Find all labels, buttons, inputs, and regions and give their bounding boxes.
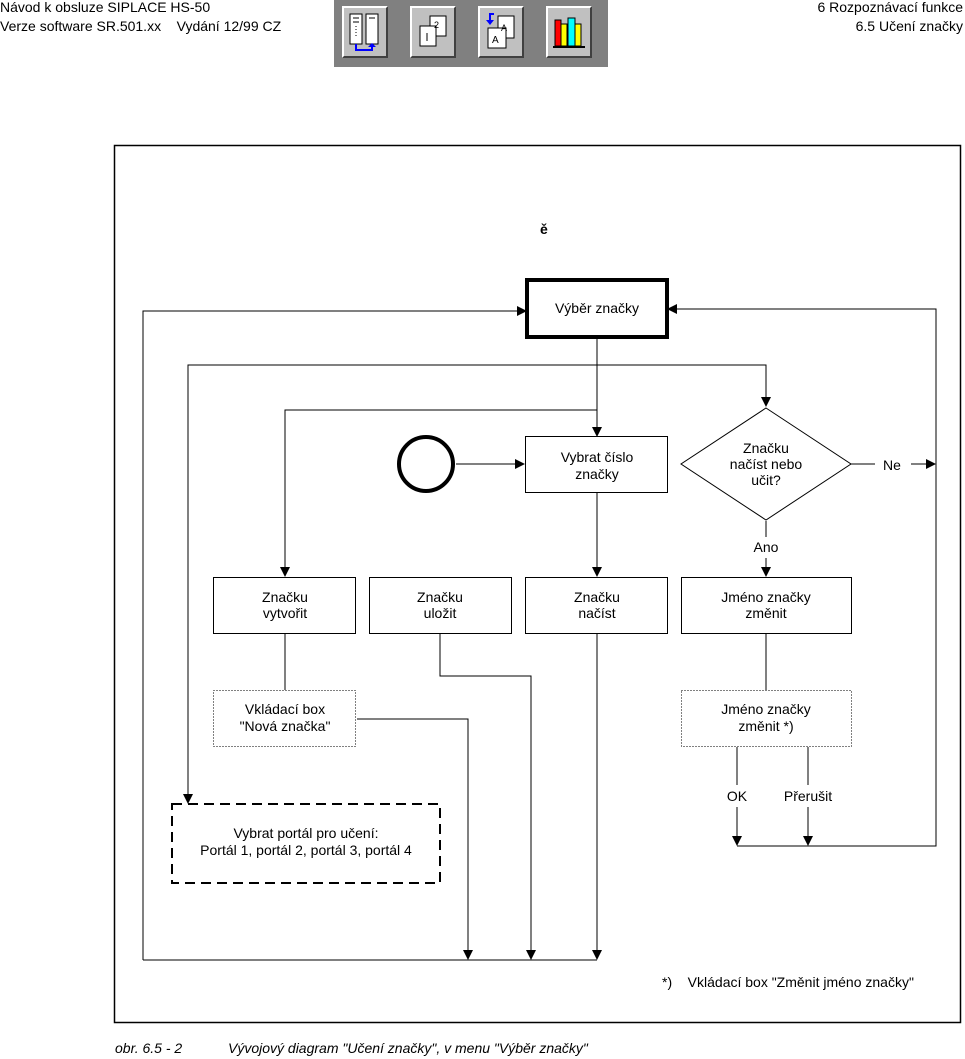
connector-ulozit-bottom — [439, 634, 536, 960]
node-label: změnit — [745, 605, 786, 621]
stray-character: ě — [540, 221, 548, 237]
software-version: Verze software SR.501.xx Vydání 12/99 CZ — [0, 18, 282, 34]
node-label: Vybrat číslo — [561, 449, 634, 465]
start-circle — [397, 435, 455, 493]
pages-button[interactable]: 2 — [410, 6, 456, 58]
navigation-toolbar: 2 A A — [334, 0, 608, 67]
label-ne: Ne — [883, 457, 901, 473]
node-label: Značku — [574, 589, 620, 605]
node-jmeno-znacky-zmenit: Jméno značky změnit — [681, 577, 852, 634]
node-label: načíst — [578, 605, 615, 621]
label-ano: Ano — [754, 539, 779, 555]
back-button[interactable]: A A — [478, 6, 524, 58]
dialog-jmeno-znacky: Jméno značky změnit *) — [681, 690, 852, 747]
figure-caption: obr. 6.5 - 2 Vývojový diagram "Učení znač… — [115, 1040, 588, 1056]
figure-number: obr. 6.5 - 2 — [115, 1040, 183, 1056]
node-znacku-nacist: Značku načíst — [525, 577, 668, 634]
connector-return-left — [142, 306, 527, 960]
node-label: "Nová značka" — [240, 718, 331, 734]
node-label: učit? — [751, 472, 781, 488]
svg-text:A: A — [501, 23, 507, 33]
node-label: Značku — [743, 440, 789, 456]
manual-title: Návod k obsluze SIPLACE HS-50 — [0, 0, 211, 15]
node-label: vytvořit — [263, 605, 307, 621]
connector-return-right — [667, 304, 937, 847]
node-label: změnit *) — [738, 718, 793, 734]
dialog-nova-znacka: Vkládací box "Nová značka" — [213, 690, 356, 747]
svg-text:A: A — [492, 35, 499, 46]
node-label: Značku — [262, 589, 308, 605]
library-books-icon — [553, 17, 585, 48]
back-document-icon: A A — [486, 13, 515, 49]
contents-button[interactable] — [342, 6, 388, 58]
node-label: Výběr značky — [555, 300, 639, 316]
figure-title: Vývojový diagram "Učení značky", v menu … — [228, 1040, 588, 1056]
document-header-right: 6 Rozpoznávací funkce 6.5 Učení značky — [817, 0, 963, 36]
connector-vkladaci-bottom — [357, 718, 473, 960]
node-vybrat-portal: Vybrat portál pro učení: Portál 1, portá… — [171, 803, 441, 884]
diagram-frame — [113, 144, 962, 1024]
connector-to-decision — [597, 364, 771, 407]
node-label: uložit — [424, 605, 457, 621]
footnote: *) Vkládací box "Změnit jméno značky" — [662, 974, 914, 990]
library-button[interactable] — [546, 6, 592, 58]
svg-text:2: 2 — [434, 20, 439, 30]
decision-nacist-nebo-ucit: Značku načíst nebo učit? — [680, 407, 852, 521]
node-label: Portál 1, portál 2, portál 3, portál 4 — [200, 842, 412, 858]
node-label: značky — [575, 466, 619, 482]
node-label: Vybrat portál pro učení: — [233, 825, 378, 841]
node-label: načíst nebo — [730, 456, 803, 472]
node-znacku-vytvorit: Značku vytvořit — [213, 577, 356, 634]
label-prerusit: Přerušit — [784, 788, 832, 804]
node-label: Jméno značky — [721, 589, 810, 605]
connector-to-vytvorit — [280, 409, 597, 577]
pages-icon: 2 — [419, 15, 447, 47]
node-label: Vkládací box — [245, 701, 325, 717]
node-label: Jméno značky — [721, 701, 810, 717]
connectors — [142, 304, 937, 961]
connector-to-portal — [183, 364, 597, 804]
chapter-title: 6 Rozpoznávací funkce — [817, 0, 963, 15]
contents-navigation-icon — [349, 13, 379, 51]
label-ok: OK — [727, 788, 748, 804]
node-vybrat-cislo: Vybrat číslo značky — [525, 436, 668, 493]
node-label: Značku — [417, 589, 463, 605]
node-vyber-znacky: Výběr značky — [525, 278, 669, 339]
section-title: 6.5 Učení značky — [855, 18, 963, 34]
document-header-left: Návod k obsluze SIPLACE HS-50 Verze soft… — [0, 0, 281, 36]
node-znacku-ulozit: Značku uložit — [369, 577, 512, 634]
